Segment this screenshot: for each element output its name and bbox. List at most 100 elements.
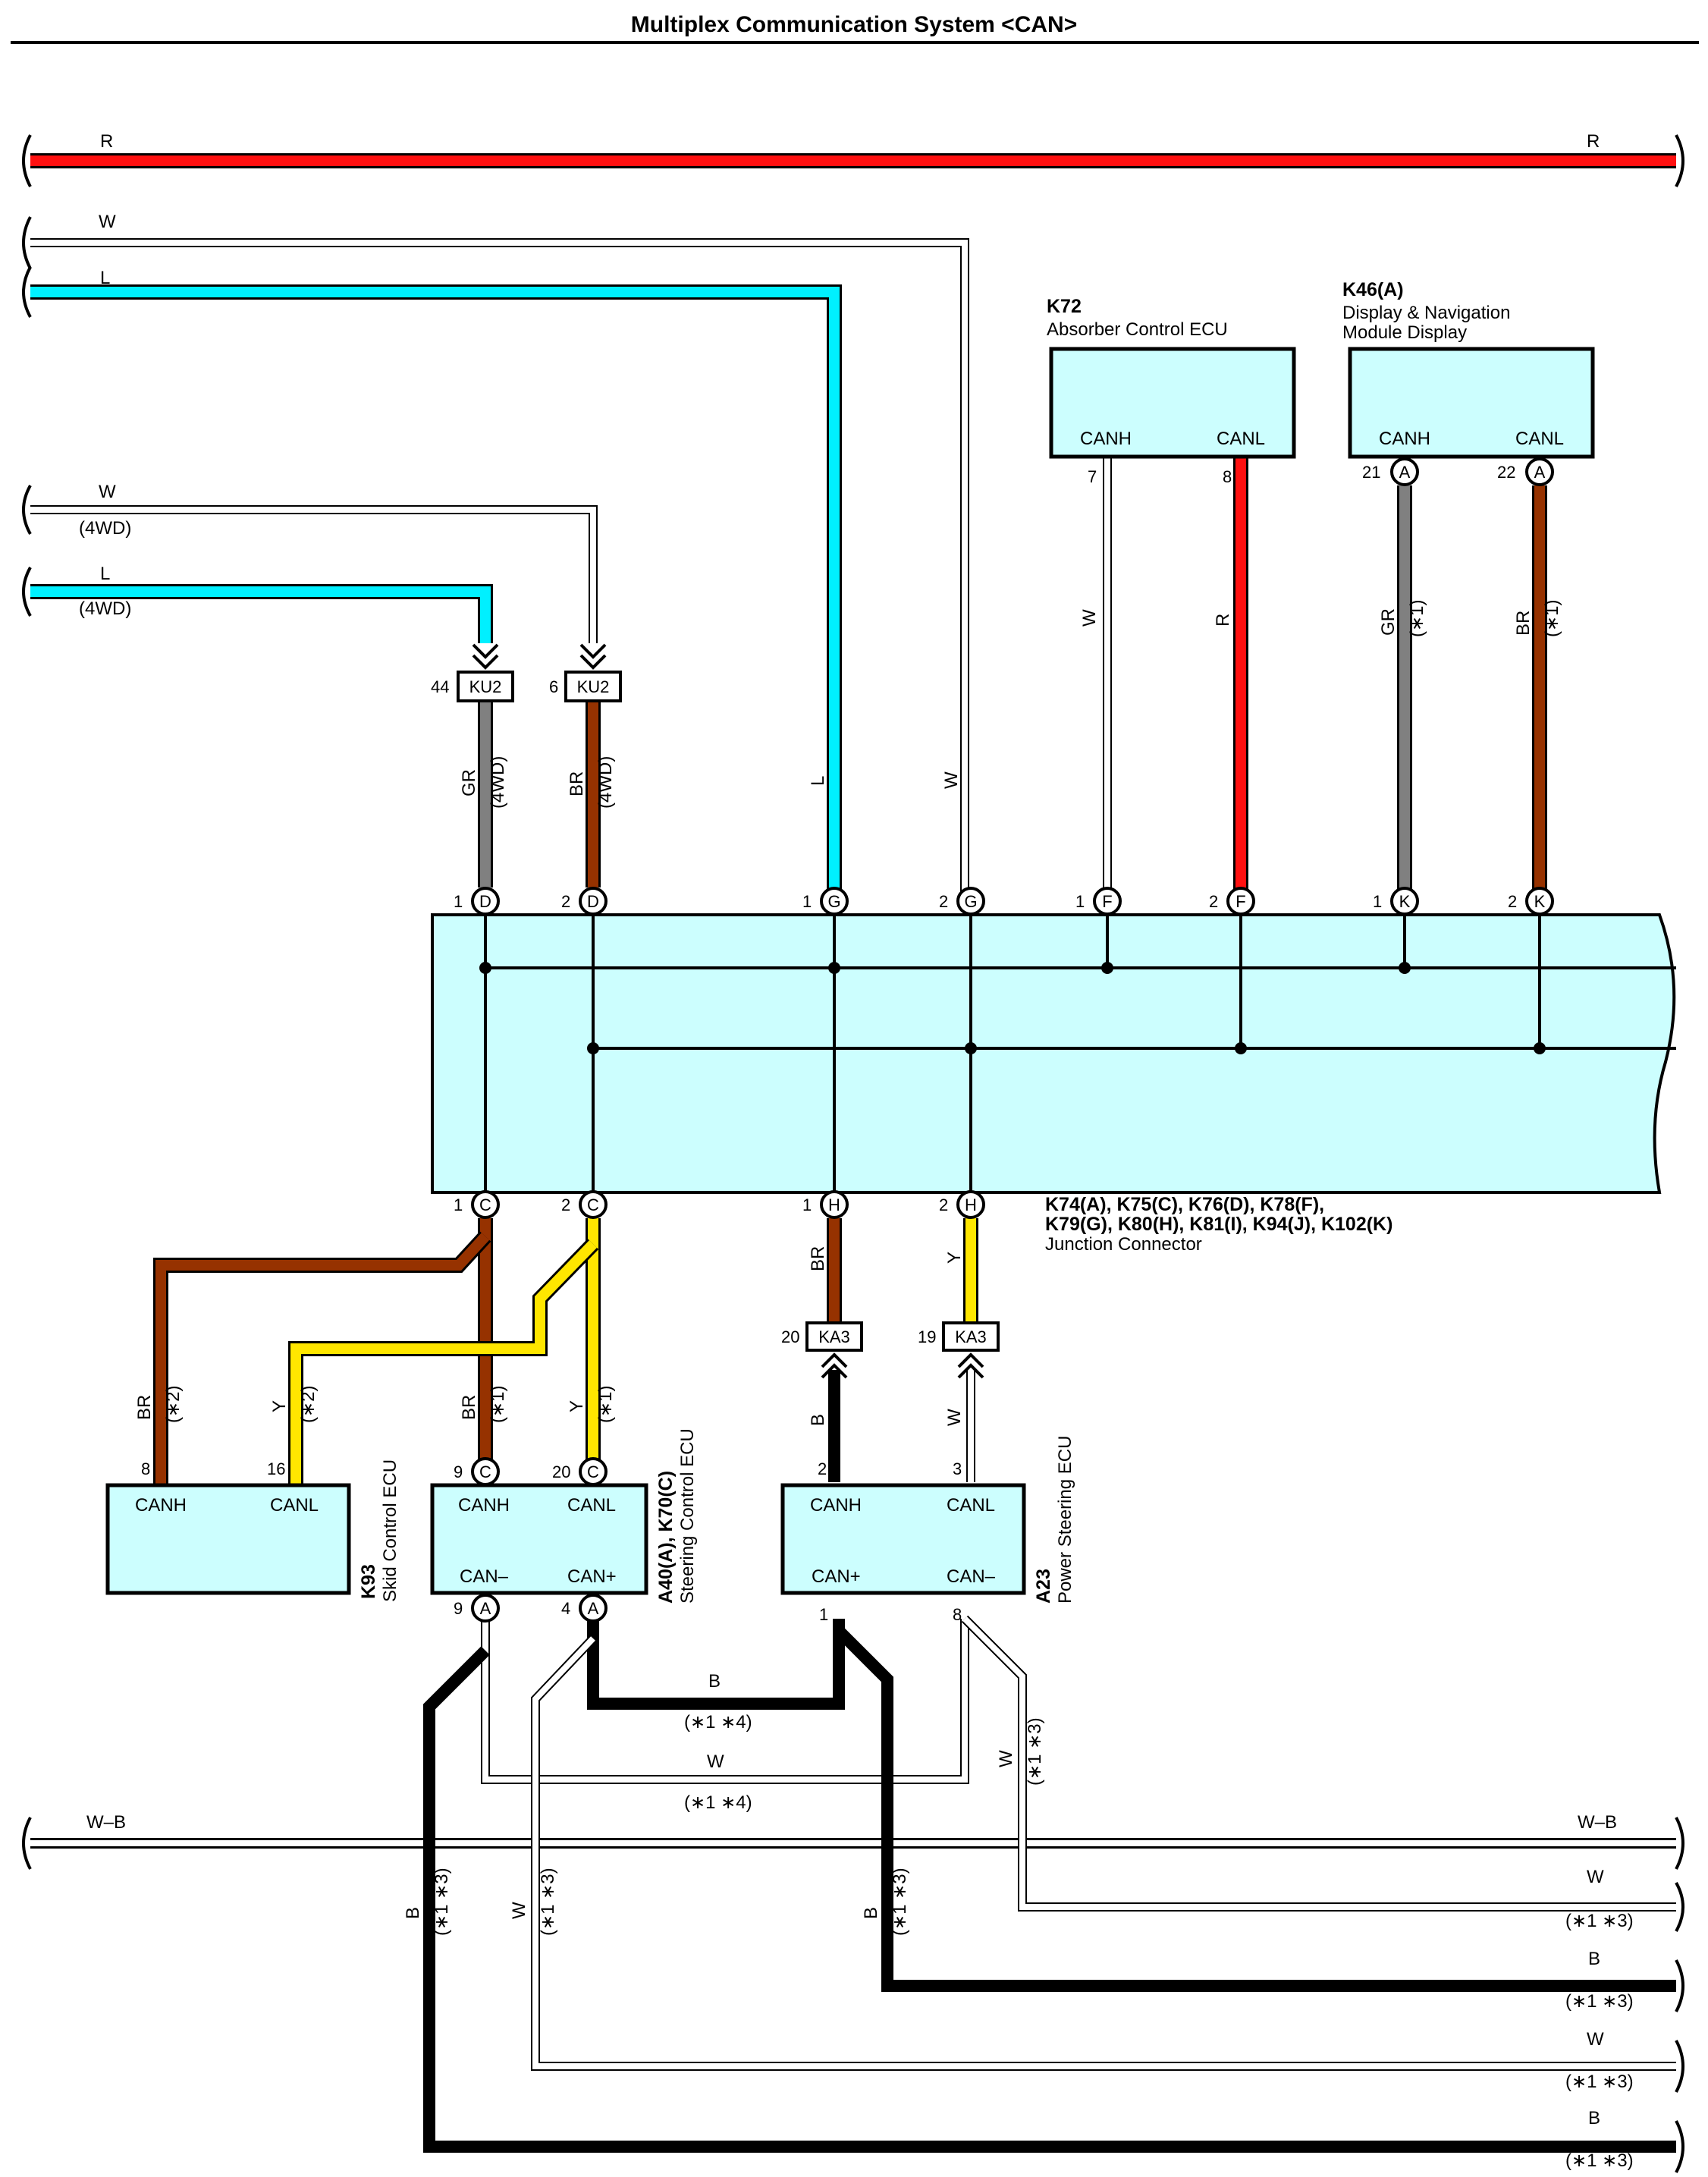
ecu-a23-code: A23 <box>1033 1569 1054 1604</box>
note-n13-right-1: (∗1 ∗3) <box>1565 1911 1634 1931</box>
connector-ku2-6-label: KU2 <box>577 677 610 696</box>
ecu-k46-canh: CANH <box>1379 429 1430 449</box>
note-4wd-gr: (4WD) <box>488 756 508 809</box>
wire-label-w-mid: W <box>707 1751 724 1772</box>
pin-a23-3: 3 <box>953 1459 962 1478</box>
ecu-k93-name: Skid Control ECU <box>380 1459 400 1602</box>
svg-text:K: K <box>1534 892 1546 911</box>
svg-text:2: 2 <box>939 1195 948 1214</box>
pin-a23-1: 1 <box>819 1605 828 1624</box>
note-n1-y-a40: (∗1) <box>595 1386 616 1423</box>
ka3-chevron-19 <box>957 1352 984 1379</box>
pin-ka3-20: 20 <box>781 1327 799 1346</box>
svg-text:1: 1 <box>1373 892 1382 911</box>
ecu-k72 <box>1049 347 1296 459</box>
wire-w-a40-bottom <box>531 1635 1676 2071</box>
ecu-a40 <box>430 1483 648 1595</box>
ecu-k46-name-1: Display & Navigation <box>1342 303 1510 323</box>
wire-w-top <box>30 238 969 901</box>
ecu-a40-name: Steering Control ECU <box>677 1428 698 1604</box>
wire-label-l-4wd: L <box>100 564 110 584</box>
wire-label-br-ku2: BR <box>567 771 587 796</box>
wire-label-w-a40-bottom: W <box>509 1902 529 1919</box>
note-n1-br-a40: (∗1) <box>488 1386 508 1423</box>
wire-label-wb-right: W–B <box>1578 1812 1617 1833</box>
wire-label-w-ka3: W <box>944 1409 965 1426</box>
note-n14-w: (∗1 ∗4) <box>684 1792 752 1813</box>
wire-label-br-k46: BR <box>1513 611 1534 636</box>
wire-label-wb-left: W–B <box>86 1812 126 1833</box>
pin-a40-a9: 9 <box>454 1599 463 1618</box>
svg-text:C: C <box>479 1195 491 1214</box>
ecu-k93 <box>105 1483 351 1595</box>
pin-k93-8: 8 <box>141 1459 150 1478</box>
ecu-k93-canh: CANH <box>135 1495 187 1516</box>
ka3-chevron-20 <box>821 1352 848 1379</box>
note-4wd-l: (4WD) <box>79 598 131 619</box>
wire-label-w-4wd: W <box>99 482 116 502</box>
ecu-k46-name-2: Module Display <box>1342 322 1467 343</box>
wire-label-y-k93: Y <box>269 1400 290 1412</box>
wire-label-br-h1: BR <box>808 1246 828 1271</box>
pin-k93-16: 16 <box>267 1459 285 1478</box>
note-n13-right-2: (∗1 ∗3) <box>1565 1991 1634 2012</box>
svg-text:2: 2 <box>561 892 570 911</box>
junction-bottom-terminals: C 1 C 2 H 1 H 2 <box>454 1190 985 1219</box>
ecu-a40-canp: CAN+ <box>567 1566 617 1587</box>
terminal-a40-a-9 <box>471 1594 500 1623</box>
wire-l-4wd <box>30 584 493 643</box>
letter-a40-c-20: C <box>587 1462 599 1481</box>
note-n13-w-a40: (∗1 ∗3) <box>538 1868 558 1936</box>
wire-break-marks-left <box>22 134 32 1870</box>
ecu-k72-canh: CANH <box>1080 429 1132 449</box>
note-4wd-w: (4WD) <box>79 518 131 539</box>
ecu-a23-name: Power Steering ECU <box>1055 1436 1075 1604</box>
wire-label-y-a40: Y <box>567 1400 587 1412</box>
junction-splice-dots <box>479 962 1546 1054</box>
svg-text:H: H <box>965 1195 977 1214</box>
svg-text:K: K <box>1399 892 1411 911</box>
wire-w-a40-a23 <box>481 1619 969 1784</box>
wire-label-w-right-1: W <box>1587 1867 1604 1887</box>
svg-text:D: D <box>587 892 599 911</box>
wire-label-w-k72: W <box>1079 609 1100 627</box>
note-n2-y: (∗2) <box>298 1386 319 1423</box>
ecu-k72-canl: CANL <box>1217 429 1265 449</box>
pin-k72-7: 7 <box>1088 467 1097 486</box>
note-n13-right-3: (∗1 ∗3) <box>1565 2072 1634 2092</box>
ecu-a40-code: A40(A), K70(C) <box>655 1471 677 1604</box>
svg-text:1: 1 <box>454 1195 463 1214</box>
svg-text:H: H <box>828 1195 840 1214</box>
letter-k46-a-22: A <box>1534 463 1546 482</box>
pin-a40-a4: 4 <box>561 1599 570 1618</box>
svg-text:2: 2 <box>939 892 948 911</box>
junction-bus-lines <box>484 901 1676 1206</box>
wire-label-br-a40: BR <box>459 1395 479 1420</box>
letter-k46-a-21: A <box>1399 463 1411 482</box>
connector-ka3-20-label: KA3 <box>818 1327 850 1346</box>
wire-label-b-mid: B <box>708 1671 721 1692</box>
ecu-k93-canl: CANL <box>270 1495 319 1516</box>
svg-text:1: 1 <box>802 892 812 911</box>
pin-k72-8: 8 <box>1223 467 1232 486</box>
svg-text:G: G <box>827 892 840 911</box>
ku2-chevron-6 <box>579 643 607 670</box>
ecu-k46 <box>1348 347 1595 459</box>
note-n14-b: (∗1 ∗4) <box>684 1712 752 1732</box>
letter-a40-c-9: C <box>479 1462 491 1481</box>
pin-ka3-19: 19 <box>918 1327 936 1346</box>
svg-text:C: C <box>587 1195 599 1214</box>
wire-label-r-left: R <box>100 131 113 152</box>
wire-label-l-vert: L <box>808 776 828 786</box>
junction-codes-1: K74(A), K75(C), K76(D), K78(F), <box>1045 1194 1324 1215</box>
pin-a40-9: 9 <box>454 1462 463 1481</box>
ku2-chevron-44 <box>472 643 499 670</box>
pin-ku2-6: 6 <box>549 677 558 696</box>
connector-ka3-19-label: KA3 <box>955 1327 987 1346</box>
wire-label-r-right: R <box>1587 131 1600 152</box>
svg-text:G: G <box>964 892 977 911</box>
svg-text:F: F <box>1235 892 1245 911</box>
ecu-k72-code: K72 <box>1047 296 1082 317</box>
note-n2-br: (∗2) <box>163 1386 184 1423</box>
